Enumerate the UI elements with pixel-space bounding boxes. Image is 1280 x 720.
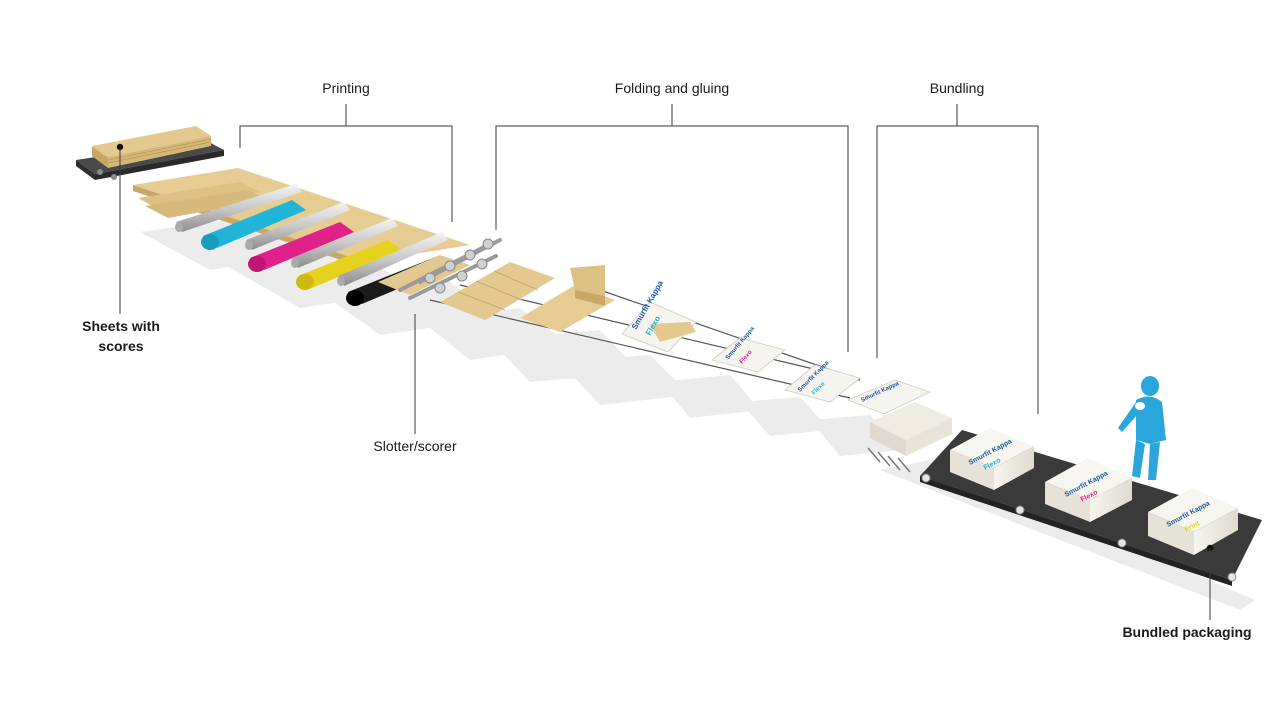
printing-section-label: Printing xyxy=(322,80,370,96)
slotter-scorer xyxy=(378,238,502,300)
bundling-bracket xyxy=(876,125,1039,414)
folding-gluing-section: Smurfit Kappa Flexo Smurfit Kappa Flexo … xyxy=(429,262,861,403)
sheets-label-line1: Sheets with xyxy=(82,318,160,334)
printed-box-1: Smurfit Kappa Flexo xyxy=(621,279,697,353)
operator-figure-icon xyxy=(1118,376,1166,480)
yellow-printing-roller xyxy=(291,218,402,290)
folding-gluing-section-label: Folding and gluing xyxy=(614,80,730,96)
bundle-3: Smurfit Kappa Print xyxy=(1148,488,1238,555)
printing-section xyxy=(133,168,470,306)
bundling-section: Smurfit Kappa xyxy=(846,376,1262,586)
printed-box-3: Smurfit Kappa Flexo xyxy=(784,360,861,403)
sheet-feeder xyxy=(76,126,224,180)
bundle-1: Smurfit Kappa Flexo xyxy=(950,428,1034,490)
bundling-section-label: Bundling xyxy=(929,80,985,96)
magenta-printing-roller xyxy=(245,202,354,272)
sheets-label-line2: scores xyxy=(98,338,144,354)
bundled-packaging-label: Bundled packaging xyxy=(1122,624,1252,640)
bundle-2: Smurfit Kappa Flexo xyxy=(1045,458,1132,522)
slotter-scorer-label: Slotter/scorer xyxy=(373,438,457,454)
callout-leaders xyxy=(119,148,1211,620)
sheets-with-scores-label: Sheets with scores xyxy=(82,316,160,356)
cyan-printing-roller xyxy=(175,184,306,250)
section-brackets xyxy=(239,104,1039,414)
